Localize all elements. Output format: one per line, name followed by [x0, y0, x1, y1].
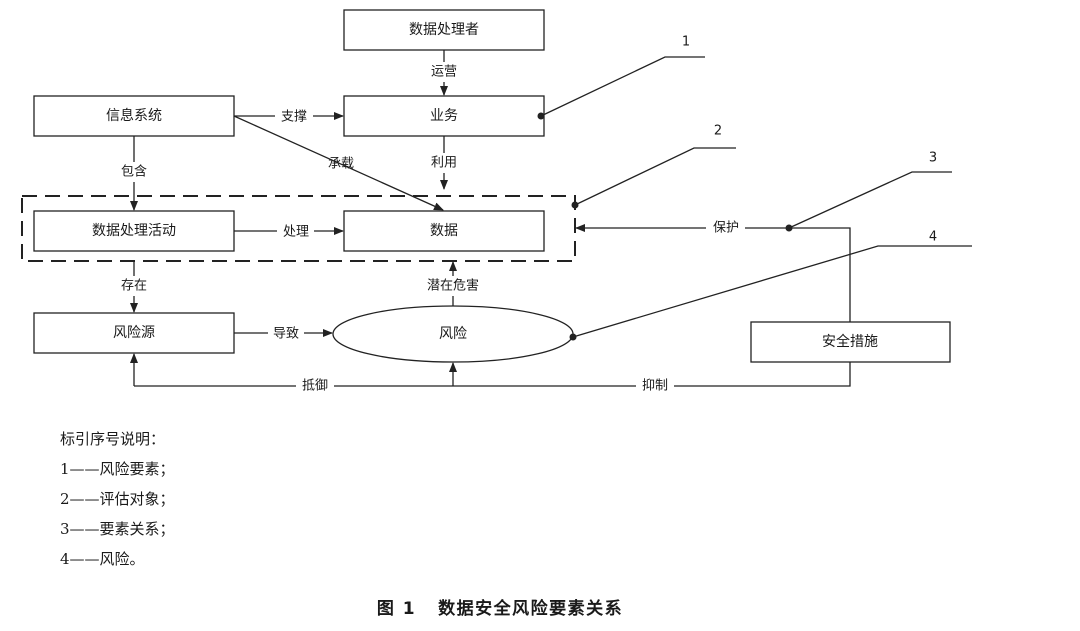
callout-3-number: 3: [929, 151, 937, 166]
callout-2: 2: [571, 124, 736, 209]
callout-4-number: 4: [929, 230, 937, 245]
node-security-measures: 安全措施: [750, 321, 951, 363]
callout-1: 1: [537, 35, 705, 120]
node-data-processor: 数据处理者: [343, 9, 545, 51]
node-business-label: 业务: [430, 108, 458, 124]
node-data: 数据: [343, 210, 545, 252]
node-info-system-label: 信息系统: [106, 107, 162, 124]
callout-4: 4: [569, 230, 972, 341]
figure-title: 数据安全风险要素关系: [438, 599, 624, 619]
edge-suppress-line-a: [674, 362, 851, 387]
edge-protect-label: 保护: [713, 221, 739, 236]
node-data-processor-label: 数据处理者: [409, 22, 479, 38]
edge-process-label: 处理: [283, 225, 309, 240]
edge-carry-arrow: [233, 115, 444, 211]
edge-operate-label: 运营: [431, 65, 457, 80]
node-processing-activity-label: 数据处理活动: [92, 223, 176, 239]
edge-carry-label: 承载: [328, 157, 354, 172]
legend: 标引序号说明： 1——风险要素； 2——评估对象； 3——要素关系； 4——风险…: [60, 424, 175, 574]
edge-harm-label: 潜在危害: [427, 278, 479, 294]
node-risk-source-label: 风险源: [113, 325, 155, 341]
edge-lead-label: 导致: [273, 327, 299, 342]
figure-number: 图 1: [376, 599, 417, 619]
node-risk: 风险: [332, 305, 574, 363]
node-business: 业务: [343, 95, 545, 137]
legend-item-1: 1——风险要素；: [60, 460, 175, 478]
edge-protect-line-a: [745, 227, 851, 322]
legend-item-4: 4——风险。: [60, 550, 145, 568]
node-info-system: 信息系统: [33, 95, 235, 137]
legend-title: 标引序号说明：: [60, 430, 166, 448]
legend-item-2: 2——评估对象；: [60, 490, 175, 508]
callout-3: 3: [785, 151, 952, 232]
edge-contain-label: 包含: [121, 164, 147, 180]
edge-support-label: 支撑: [281, 110, 307, 125]
risk-elements-diagram: 数据处理者 业务 信息系统 数据处理活动 数据 风险源 风险 安全措施 运营 支…: [21, 9, 972, 394]
node-data-label: 数据: [430, 223, 458, 239]
callout-2-number: 2: [714, 124, 722, 139]
legend-item-3: 3——要素关系；: [60, 520, 175, 538]
edge-suppress-label: 抑制: [642, 379, 668, 394]
edge-resist-label: 抵御: [302, 379, 328, 394]
node-risk-source: 风险源: [33, 312, 235, 354]
node-processing-activity: 数据处理活动: [33, 210, 235, 252]
edge-exist-label: 存在: [121, 279, 147, 294]
edge-use-label: 利用: [431, 156, 457, 171]
node-risk-label: 风险: [439, 326, 467, 342]
callout-1-number: 1: [682, 35, 690, 50]
figure-caption: 图 1 数据安全风险要素关系: [0, 594, 1000, 619]
node-security-measures-label: 安全措施: [822, 333, 878, 350]
